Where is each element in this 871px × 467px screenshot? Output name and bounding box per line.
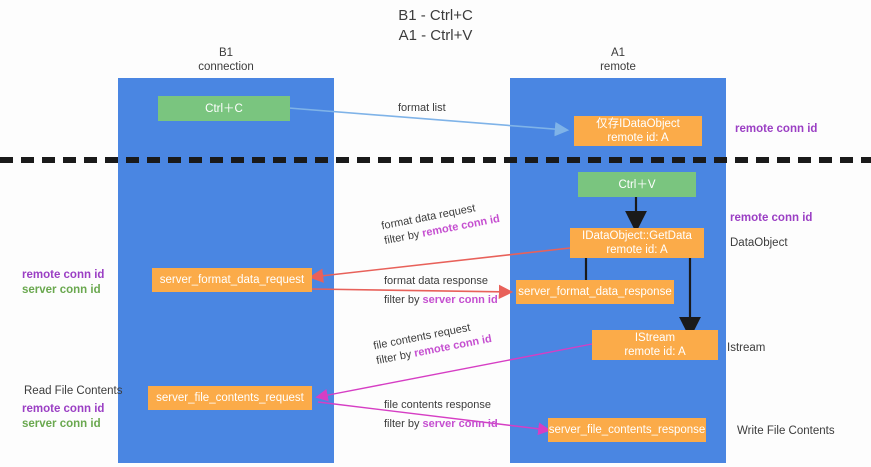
side-label-dataobject: DataObject xyxy=(730,237,788,249)
node-getdata-line2: remote id: A xyxy=(606,244,668,256)
title-line-2: A1 - Ctrl+V xyxy=(398,27,473,44)
column-header-a1-name: A1 xyxy=(610,47,626,59)
edge-label-file-contents-request: file contents request filter by remote c… xyxy=(372,317,493,369)
column-header-b1-sub: connection xyxy=(198,61,254,73)
diagram-title: B1 - Ctrl+C A1 - Ctrl+V xyxy=(0,6,871,46)
side-label-left-remote-conn-id-bottom: remote conn id xyxy=(22,403,105,415)
column-header-a1-sub: remote xyxy=(600,61,636,73)
node-idataobject-line1: 仅存IDataObject xyxy=(596,118,680,130)
edge-label-file-contents-response: file contents response filter by server … xyxy=(384,398,498,432)
side-label-istream: Istream xyxy=(727,342,766,354)
edge-label-format-list: format list xyxy=(398,101,446,116)
node-server-file-contents-request-label: server_file_contents_request xyxy=(156,392,304,404)
node-server-format-data-request-label: server_format_data_request xyxy=(159,274,305,286)
edge-label-file-contents-response-text: file contents response xyxy=(384,399,492,411)
filter-key-server-conn-id: server conn id xyxy=(422,294,498,306)
node-istream-line2: remote id: A xyxy=(624,346,686,358)
node-server-file-contents-response-label: server_file_contents_response xyxy=(548,424,706,436)
edge-label-format-data-request: format data request filter by remote con… xyxy=(380,197,501,249)
side-label-remote-conn-id-top: remote conn id xyxy=(735,123,818,135)
title-line-1: B1 - Ctrl+C xyxy=(398,7,473,24)
node-istream[interactable]: IStream remote id: A xyxy=(592,330,718,360)
node-getdata-line1: IDataObject::GetData xyxy=(582,230,692,242)
side-label-read-file-contents: Read File Contents xyxy=(24,385,123,397)
edge-label-format-data-response-text: format data response xyxy=(384,275,488,287)
node-server-file-contents-request[interactable]: server_file_contents_request xyxy=(148,386,312,410)
filter-key-server-conn-id: server conn id xyxy=(422,418,498,430)
column-header-b1-name: B1 xyxy=(218,47,234,59)
node-ctrl-v[interactable]: Ctrl＋V xyxy=(578,172,696,197)
node-server-format-data-response-label: server_format_data_response xyxy=(518,286,672,298)
node-ctrl-c[interactable]: Ctrl＋C xyxy=(158,96,290,121)
edge-label-format-data-response-filter: filter by server conn id xyxy=(384,293,498,308)
node-idataobject-line2: remote id: A xyxy=(607,132,669,144)
node-ctrl-v-label: Ctrl＋V xyxy=(618,178,656,191)
section-divider xyxy=(0,157,871,163)
side-label-remote-conn-id-mid: remote conn id xyxy=(730,212,813,224)
side-label-write-file-contents: Write File Contents xyxy=(737,425,835,437)
node-server-file-contents-response[interactable]: server_file_contents_response xyxy=(548,418,706,442)
side-label-left-remote-conn-id-mid: remote conn id xyxy=(22,269,105,281)
filter-prefix: filter by xyxy=(384,294,423,306)
node-server-format-data-request[interactable]: server_format_data_request xyxy=(152,268,312,292)
edge-label-format-list-text: format list xyxy=(398,102,446,114)
node-istream-line1: IStream xyxy=(634,332,676,344)
edge-label-format-data-response: format data response filter by server co… xyxy=(384,274,498,308)
column-header-a1: A1 remote xyxy=(510,46,726,74)
node-ctrl-c-label: Ctrl＋C xyxy=(205,102,243,115)
side-label-left-server-conn-id-mid: server conn id xyxy=(22,284,101,296)
node-idataobject-getdata[interactable]: IDataObject::GetData remote id: A xyxy=(570,228,704,258)
side-label-left-server-conn-id-bottom: server conn id xyxy=(22,418,101,430)
node-idataobject-created[interactable]: 仅存IDataObject remote id: A xyxy=(574,116,702,146)
edge-label-file-contents-response-filter: filter by server conn id xyxy=(384,417,498,432)
filter-prefix: filter by xyxy=(384,418,423,430)
node-server-format-data-response[interactable]: server_format_data_response xyxy=(516,280,674,304)
column-header-b1: B1 connection xyxy=(118,46,334,74)
